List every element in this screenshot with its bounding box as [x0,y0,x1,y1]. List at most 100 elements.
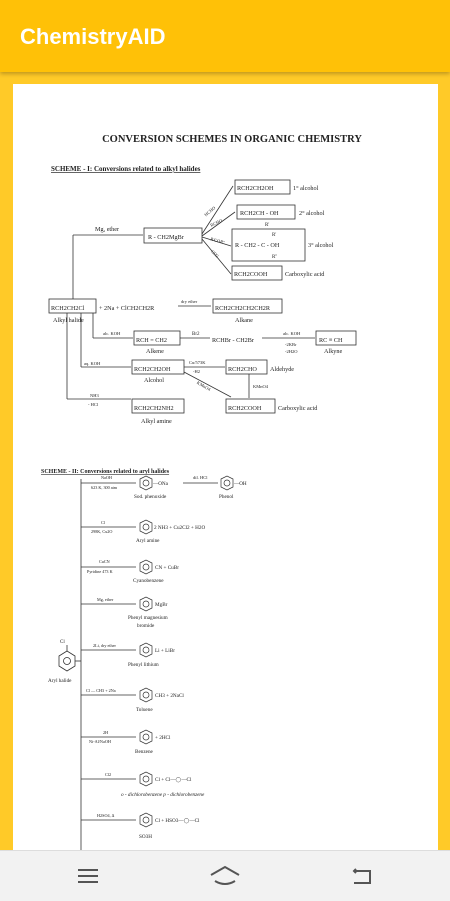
acid: RCH2COOH [228,405,262,412]
r4-label2: bromide [137,623,155,629]
alkane: RCH2CH2CH2CH2R [215,305,271,312]
r2-label: Aryl amine [136,538,160,544]
minus-h2: -H2 [193,369,200,374]
product-2: RCH2CH - OH [240,210,279,217]
rcor-label: R'COR'' [210,236,226,245]
app-title: ChemistryAID [20,24,166,49]
r4-reagent-top: Mg, ether [97,597,114,603]
r1-reagent-bot: 623 K, 300 atm [91,485,118,491]
r3-reagent-top: CuCN [99,559,110,564]
product-3-sub: R'' [272,255,277,260]
menu-button[interactable] [66,859,110,893]
rcho-label: RCHO [209,218,223,228]
product-4-label: Carboxylic acid [285,271,325,278]
aq-koh: aq. KOH [84,361,101,366]
scheme2-lines [58,479,218,850]
alkane-label: Alkane [235,317,253,324]
content-area: CONVERSION SCHEMES IN ORGANIC CHEMISTRY … [0,72,450,850]
app-bar: ChemistryAID [0,0,450,72]
kmno4-b: KMnO4 [253,384,269,389]
aldehyde-label: Aldehyde [270,366,294,373]
start-label: Alkyl halide [53,317,84,324]
alc-koh: alc. KOH [103,331,121,336]
co2-label: CO2 [210,249,220,259]
product-2-label: 2° alcohol [299,210,325,217]
scheme-figure: CONVERSION SCHEMES IN ORGANIC CHEMISTRY … [41,134,362,850]
grignard: R - CH2MgBr [148,234,184,241]
doc-heading: CONVERSION SCHEMES IN ORGANIC CHEMISTRY [102,134,362,145]
r1-extra-product: —OH [233,481,247,487]
mg-label: Mg, ether [95,226,119,233]
minus-2h2o: -2H2O [285,349,298,354]
r4-product: MgBr [155,602,168,608]
scheme1-lines [48,179,357,414]
cu-cond: Cu/573K [189,360,206,365]
wurtz-reagent: + 2Na + ClCH2CH2R [99,305,155,312]
pdf-page[interactable]: CONVERSION SCHEMES IN ORGANIC CHEMISTRY … [13,84,438,850]
r2-reagent-top: Cl [101,520,106,525]
dibromide: RCHBr - CH2Br [212,337,254,344]
dry-ether: dry ether [181,299,198,304]
r1-extra-reagent: dil. HCl [193,475,208,480]
aldehyde: RCH2CHO [228,366,257,373]
product-2-sub: R' [265,223,269,228]
alcohol-label: Alcohol [144,377,164,384]
amine-label: Alkyl amine [141,418,172,425]
minus-hcl: - HCl [88,402,99,407]
alkene: RCH = CH2 [136,337,167,344]
minus-2kbr: -2KBr [285,342,297,347]
br2: Br2 [192,332,200,337]
scheme1-texts: RCH2CH2Cl Alkyl halide Mg, ether R - CH2… [51,185,343,425]
r9-reagent-top: H2SO4, Δ [97,813,115,819]
r9-product: Cl + HSO3—◯—Cl [155,818,200,824]
start-compound: RCH2CH2Cl [51,305,85,312]
r3-reagent-bot: Pyridine 473 K [87,569,113,574]
benzene-rings [139,475,234,828]
menu-icon [78,869,98,883]
home-icon [210,865,240,885]
r9-label: SO3H [139,834,152,840]
r7-reagent-bot: Ni-Al/NaOH [89,739,111,744]
r1-label2: Phenol [219,494,234,500]
system-navigation-bar [0,850,450,901]
r1-product: —ONa [152,481,169,487]
alkyne: RC ≡ CH [319,337,343,344]
r3-product: CN + CuBr [155,565,179,571]
scheme2-title: SCHEME - II: Conversions related to aryl… [41,469,170,475]
r1-reagent-top: NaOH [101,475,112,480]
r2-reagent-bot: 298K, Cu2O [91,529,112,535]
r7-label: Benzene [135,749,154,755]
scheme2-texts: Cl Aryl halide NaOH 623 K, 300 atm —ONa … [48,475,247,840]
product-3-top: R' [272,233,276,238]
back-icon [352,868,371,884]
product-4: RCH2COOH [234,271,268,278]
r6-reagent-top: Cl — CH3 + 2Na [86,688,116,693]
product-3-label: 3° alcohol [308,242,334,249]
product-3: R - CH2 - C - OH [235,242,280,249]
alcohol: RCH2CH2OH [134,366,171,373]
acid-label: Carboxylic acid [278,405,318,412]
r7-reagent-top: 2H [103,730,108,735]
r2-product: 2 NH3 + Cu2Cl2 + H2O [154,525,205,531]
r6-product: CH3 + 2NaCl [155,693,184,699]
product-1-label: 1° alcohol [293,185,319,192]
r5-label: Phenyl lithium [128,662,159,668]
r8-product: Cl + Cl—◯—Cl [155,777,192,783]
alkyne-label: Alkyne [324,348,342,355]
r8-label: o - dichlorobenzene p - dichlorobenzene [121,792,205,798]
home-button[interactable] [203,859,247,893]
r1-label: Sod. phenoxide [134,494,167,500]
aryl-halide-label: Aryl halide [48,678,72,684]
hcho-label: HCHO [203,205,217,218]
aryl-cl: Cl [60,640,65,645]
r4-label: Phenyl magnesium [128,615,168,621]
r3-label: Cyanobenzene [133,578,164,584]
r6-label: Toluene [136,707,153,713]
amine: RCH2CH2NH2 [134,405,174,412]
r7-product: + 2HCl [155,735,171,741]
back-button[interactable] [340,859,384,893]
product-1: RCH2CH2OH [237,185,274,192]
scheme1-title: SCHEME - I: Conversions related to alkyl… [51,165,201,173]
r8-reagent-top: Cl2 [105,772,111,777]
alc-koh-2: alc. KOH [283,331,301,336]
